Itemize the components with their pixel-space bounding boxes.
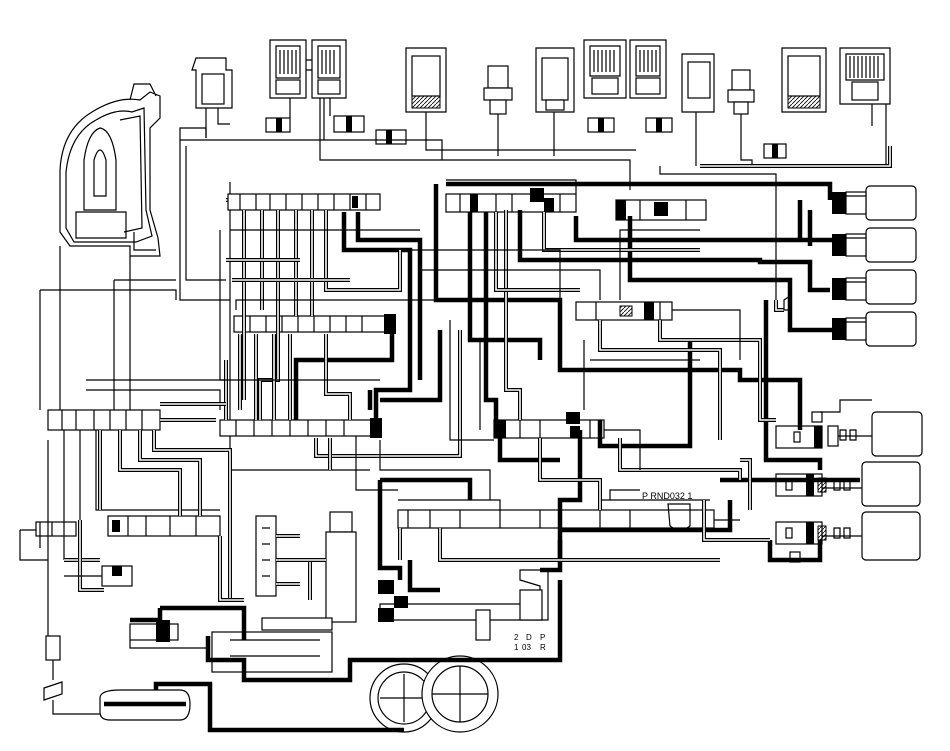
pressure-sensor-2 xyxy=(727,69,755,146)
upper-spool-valve-1 xyxy=(226,193,381,211)
position-label-r: R xyxy=(540,643,546,652)
solenoid-7 xyxy=(763,47,827,159)
position-label-03: 03 xyxy=(522,643,531,652)
brake-packs-right xyxy=(775,411,923,563)
clutch-packs-right xyxy=(832,185,917,347)
position-label-1: 1 xyxy=(514,643,519,652)
lower-spool-valve-2 xyxy=(493,412,605,439)
torque-converter xyxy=(59,83,161,257)
clutch-4 xyxy=(832,311,917,347)
passage-network xyxy=(64,210,784,602)
signal-lines xyxy=(19,195,872,649)
upper-spool-valve-3 xyxy=(615,199,707,221)
check-valves-left xyxy=(265,98,365,140)
position-label-d: D xyxy=(526,633,532,642)
clutch-1 xyxy=(832,185,917,221)
manual-valve-position-labels: 2 1 D 03 P R xyxy=(514,633,546,652)
solenoid-8 xyxy=(839,47,891,166)
pressure-sensor-1 xyxy=(483,65,513,138)
brake-2 xyxy=(775,461,921,507)
manual-valve: P RND032 1 xyxy=(397,491,715,531)
oil-filter-and-sump xyxy=(43,635,191,721)
upper-spool-valve-2 xyxy=(445,179,577,213)
oil-pump xyxy=(369,655,499,733)
solenoid-2 xyxy=(269,39,347,99)
middle-spool-valve-2 xyxy=(575,301,673,321)
pressure-regulator-valve xyxy=(39,246,226,431)
clutch-3 xyxy=(832,269,917,305)
lower-spool-valve-1 xyxy=(219,418,382,438)
position-label-p: P xyxy=(540,633,545,642)
brake-3 xyxy=(775,511,921,563)
park-mechanism: 2 1 D 03 P R xyxy=(378,569,549,652)
selector-positions-label: P RND032 1 xyxy=(642,491,692,501)
main-pressure-lines xyxy=(130,181,860,733)
solenoid-3 xyxy=(375,47,447,145)
solenoid-row xyxy=(191,39,891,166)
position-label-2: 2 xyxy=(514,633,519,642)
solenoid-5 xyxy=(583,39,673,133)
solenoid-1 xyxy=(191,57,233,138)
accumulators xyxy=(211,511,357,673)
solenoid-4 xyxy=(535,47,575,142)
lower-left-valves xyxy=(20,430,221,642)
clutch-2 xyxy=(832,227,917,263)
solenoid-6 xyxy=(681,53,715,150)
middle-spool-valve-1 xyxy=(233,314,396,334)
